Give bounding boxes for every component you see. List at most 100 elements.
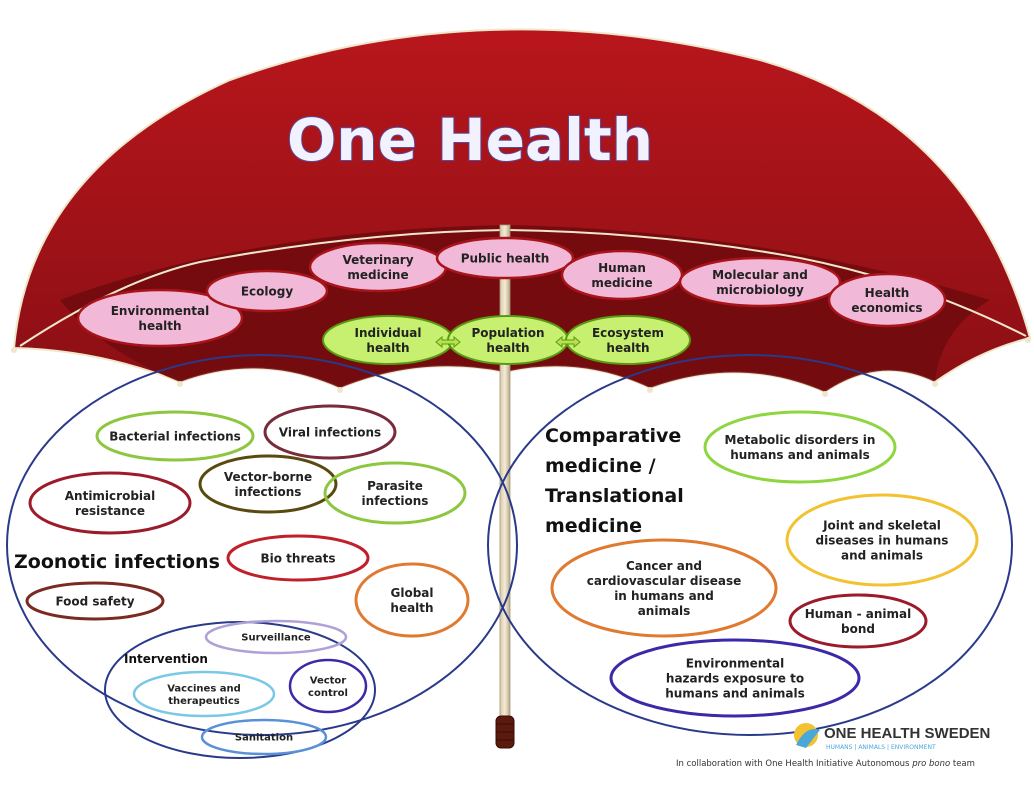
zoonotic-items: Bacterial infections Viral infectionsVect… [25, 404, 470, 638]
bubble-label-vir: Viral infections [279, 425, 381, 439]
bubble-label-vcon: control [308, 688, 348, 699]
bubble-label-vcon: Vector [310, 675, 347, 686]
bubble-surv: Surveillance [204, 619, 348, 655]
bubble-label-met: humans and animals [730, 448, 870, 462]
bubble-label-amr: Antimicrobial [65, 489, 156, 503]
bubble-label-hec: Health [865, 286, 910, 300]
bubble-label-ind: Individual [355, 326, 422, 340]
discipline-bubbles: EnvironmentalhealthEcologyVeterinarymedi… [76, 236, 947, 348]
bubble-label-ecs: Ecosystem [592, 326, 664, 340]
bubble-shape-par [323, 461, 467, 525]
bubble-eco: Ecology [205, 269, 329, 313]
bubble-label-hum: medicine [591, 276, 652, 290]
bubble-label-joint: diseases in humans [816, 533, 949, 547]
zoonotic-heading: Zoonotic infections [14, 551, 220, 573]
comparative-heading-line: medicine [545, 515, 642, 537]
health-level-bubbles: IndividualhealthPopulationhealthEcosyste… [322, 315, 691, 365]
bubble-shape-vir [263, 404, 397, 460]
one-health-sweden-logo: ONE HEALTH SWEDEN HUMANS | ANIMALS | ENV… [794, 723, 990, 751]
double-arrow-icon [435, 335, 461, 349]
bubble-shape-met [703, 410, 897, 484]
bubble-label-joint: and animals [841, 548, 923, 562]
bubble-label-pop: health [486, 341, 529, 355]
bubble-vir: Viral infections [263, 404, 397, 460]
bubble-label-bact: Bacterial infections [109, 429, 241, 443]
bubble-label-ind: health [366, 341, 409, 355]
bubble-label-vacc: Vaccines and [167, 683, 241, 694]
bubble-label-bio: Bio threats [261, 551, 336, 565]
logo-name: ONE HEALTH SWEDEN [824, 725, 990, 742]
bubble-label-vacc: therapeutics [168, 696, 240, 707]
bubble-shape-amr [28, 471, 192, 535]
bubble-label-eco: Ecology [241, 284, 294, 298]
bubble-label-mol: microbiology [716, 283, 804, 297]
bubble-shape-canc [550, 538, 778, 638]
bubble-shape-env [76, 288, 244, 348]
bubble-label-food: Food safety [55, 594, 134, 608]
bubble-label-vec: Vector-borne [224, 470, 312, 484]
diagram-title: One Health [287, 106, 653, 174]
bubble-shape-envh [609, 638, 861, 718]
bubble-shape-eco [205, 269, 329, 313]
bubble-shape-vcon [288, 658, 368, 714]
bubble-label-ecs: health [606, 341, 649, 355]
bubble-label-hec: economics [851, 301, 922, 315]
bubble-label-vet: medicine [347, 268, 408, 282]
bubble-label-envh: Environmental [686, 656, 785, 670]
bubble-label-glo: Global [390, 586, 433, 600]
bubble-shape-bio [226, 534, 370, 582]
bubble-san: Sanitation [200, 718, 328, 756]
bubble-label-vet: Veterinary [342, 253, 413, 267]
bubble-label-canc: Cancer and [626, 559, 702, 573]
bubble-shape-joint [785, 493, 979, 587]
bubble-shape-food [25, 581, 165, 621]
bubble-vacc: Vaccines and therapeutics [132, 670, 276, 718]
intervention-heading: Intervention [124, 652, 208, 666]
bubble-label-pop: Population [471, 326, 544, 340]
bubble-label-par: infections [362, 494, 429, 508]
zoonotic-circle [6, 354, 518, 736]
bubble-shape-vacc [132, 670, 276, 718]
bubble-label-bond: bond [841, 622, 875, 636]
bubble-label-amr: resistance [75, 504, 145, 518]
comparative-heading-line: Comparative [545, 425, 681, 447]
bubble-label-env: Environmental [111, 304, 210, 318]
bubble-bact: Bacterial infections [95, 410, 255, 462]
bubble-shape-pub [435, 236, 575, 280]
double-arrow-icon [555, 335, 581, 349]
comparative-heading-line: medicine / [545, 455, 656, 477]
bubble-bio: Bio threats [226, 534, 370, 582]
umbrella-pole [495, 224, 515, 749]
bubble-shape-bond [788, 593, 928, 649]
logo-wave-icon [796, 729, 820, 748]
credit-line: In collaboration with One Health Initiat… [676, 759, 975, 769]
bubble-shape-glo [354, 562, 470, 638]
bubble-label-canc: cardiovascular disease [587, 574, 741, 588]
bubble-shape-hec [827, 272, 947, 328]
bubble-label-vec: infections [235, 485, 302, 499]
bubble-food: Food safety [25, 581, 165, 621]
bubble-pub: Public health [435, 236, 575, 280]
bubble-label-mol: Molecular and [712, 268, 808, 282]
bubble-shape-san [200, 718, 328, 756]
bubble-shape-bact [95, 410, 255, 462]
bubble-label-met: Metabolic disorders in [725, 433, 876, 447]
bubble-label-canc: animals [638, 604, 691, 618]
bubble-label-bond: Human - animal [805, 607, 912, 621]
bubble-shape-surv [204, 619, 348, 655]
bubble-label-env: health [138, 319, 181, 333]
